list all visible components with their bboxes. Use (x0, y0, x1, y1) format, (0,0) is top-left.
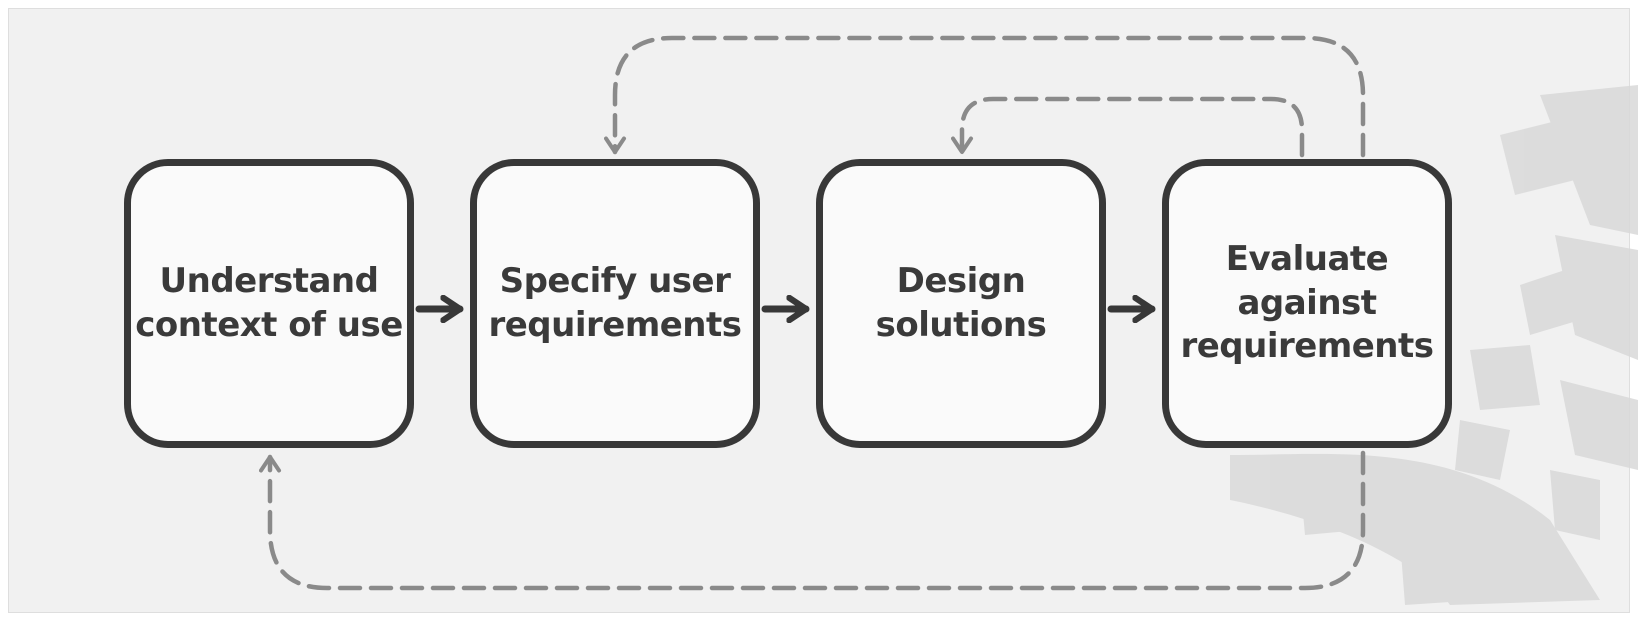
step-design-solutions: Design solutions (816, 159, 1106, 448)
step-understand-label: Understand context of use (135, 260, 403, 345)
step-understand-context: Understand context of use (124, 159, 414, 448)
step-evaluate-label: Evaluate against requirements (1180, 239, 1434, 367)
feedback-evaluate-to-specify (603, 35, 1366, 158)
step-evaluate: Evaluate against requirements (1162, 159, 1452, 448)
feedback-evaluate-to-design (950, 96, 1305, 158)
feedback-loops (258, 35, 1366, 591)
step-specify-label: Specify user requirements (488, 260, 742, 345)
step-specify-requirements: Specify user requirements (470, 159, 760, 448)
watermark-tree-icon (1230, 85, 1638, 605)
step-design-label: Design solutions (875, 260, 1047, 345)
feedback-evaluate-to-understand (258, 450, 1366, 591)
